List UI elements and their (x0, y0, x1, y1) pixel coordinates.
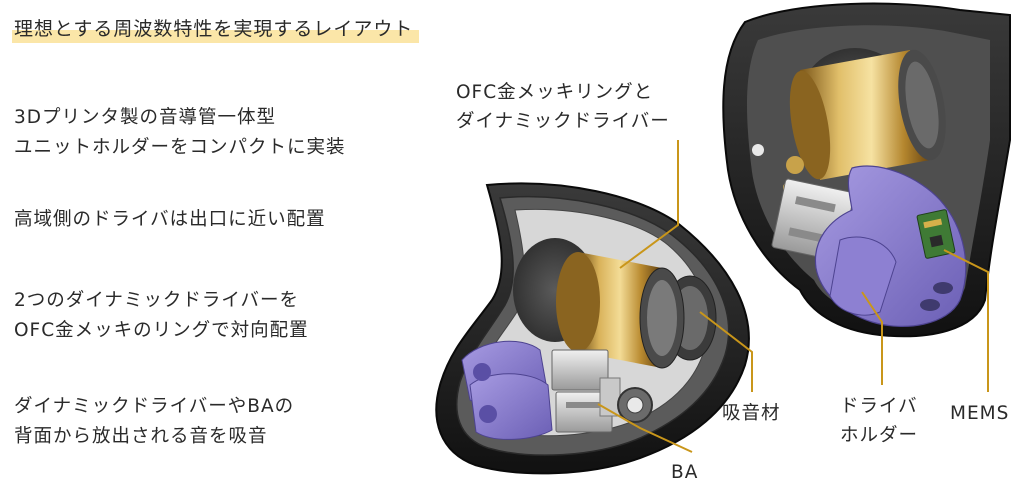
feature-line: 2つのダイナミックドライバーを (14, 290, 300, 311)
left-driver-holder (461, 340, 553, 440)
page-title: 理想とする周波数特性を実現するレイアウト (12, 14, 420, 43)
left-screw-boss (617, 387, 653, 423)
callout-ofc-ring: OFC金メッキリングと ダイナミックドライバー (456, 78, 670, 136)
callout-line: OFC金メッキリングと (456, 82, 654, 103)
right-mems-board (916, 209, 956, 259)
leader-ba (597, 403, 693, 453)
feature-line: 背面から放出される音を吸音 (14, 426, 268, 447)
left-gold-ring (556, 252, 685, 369)
callout-ba: BA (671, 462, 699, 483)
callout-absorber: 吸音材 (722, 403, 781, 424)
callout-mems: MEMS (950, 403, 1010, 424)
callout-driver-holder: ドライバ ホルダー (840, 392, 918, 450)
leader-absorber (699, 311, 753, 392)
feature-holder: 3Dプリンタ製の音導管一体型 ユニットホルダーをコンパクトに実装 (14, 103, 346, 163)
feature-line: OFC金メッキのリングで対向配置 (14, 320, 309, 341)
callout-leaders (597, 140, 989, 453)
callout-line: ダイナミックドライバー (456, 111, 670, 132)
right-driver-holder (814, 165, 967, 327)
feature-line: 3Dプリンタ製の音導管一体型 (14, 107, 277, 128)
leader-ofc-ring (619, 140, 679, 269)
feature-line: ユニットホルダーをコンパクトに実装 (14, 137, 346, 158)
feature-line: 高域側のドライバは出口に近い配置 (14, 209, 326, 230)
callout-line: ドライバ (840, 396, 918, 417)
left-ba-drivers (551, 349, 621, 433)
callout-line: ホルダー (840, 425, 919, 446)
leader-mems (943, 249, 989, 392)
right-gold-ring (789, 49, 946, 180)
leader-driver-holder (861, 291, 883, 385)
feature-absorption: ダイナミックドライバーやBAの 背面から放出される音を吸音 (14, 392, 294, 452)
feature-line: ダイナミックドライバーやBAの (14, 396, 295, 417)
feature-high-freq: 高域側のドライバは出口に近い配置 (14, 205, 326, 235)
feature-dual-dynamic: 2つのダイナミックドライバーを OFC金メッキのリングで対向配置 (14, 286, 309, 346)
